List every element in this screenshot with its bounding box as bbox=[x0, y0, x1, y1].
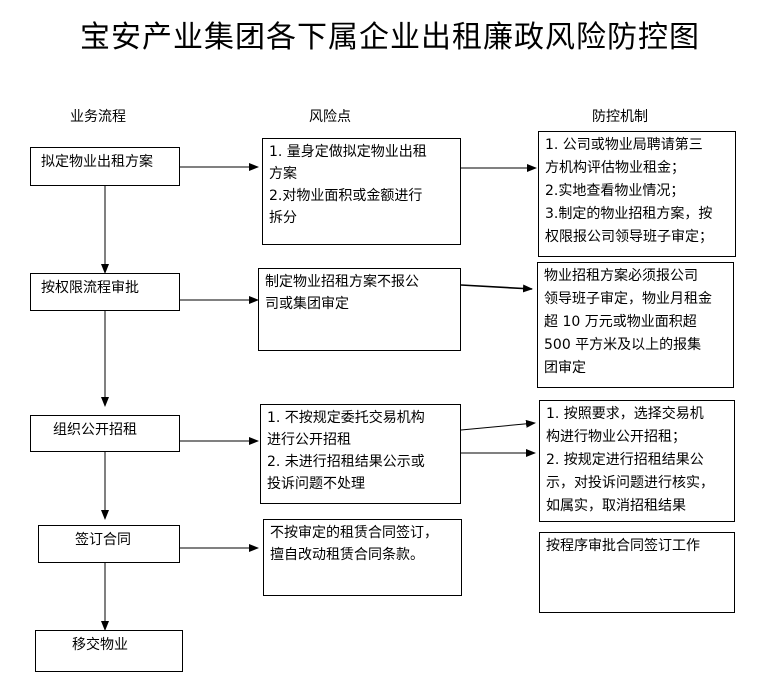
control-box-3: 1. 按照要求，选择交易机 构进行物业公开招租； 2. 按规定进行招租结果公 示… bbox=[539, 400, 735, 522]
control-arrow-3a bbox=[460, 419, 536, 431]
step-box-1: 拟定物业出租方案 bbox=[30, 147, 180, 186]
header-process: 业务流程 bbox=[70, 109, 126, 125]
step-label-5: 移交物业 bbox=[72, 637, 128, 653]
header-risk: 风险点 bbox=[309, 109, 351, 125]
control-box-4: 按程序审批合同签订工作 bbox=[539, 532, 735, 613]
control-1-line-2: 方机构评估物业租金； bbox=[545, 160, 685, 176]
control-1-line-5: 权限报公司领导班子审定； bbox=[545, 229, 713, 245]
control-2-line-3: 超 10 万元或物业面积超 bbox=[544, 314, 697, 330]
risk-1-line-2: 方案 bbox=[269, 166, 297, 182]
risk-box-3: 1. 不按规定委托交易机构 进行公开招租 2. 未进行招租结果公示或 投诉问题不… bbox=[260, 404, 461, 504]
risk-box-1: 1. 量身定做拟定物业出租 方案 2.对物业面积或金额进行 拆分 bbox=[262, 138, 461, 245]
risk-3-line-2: 进行公开招租 bbox=[267, 432, 351, 448]
control-3-line-1: 1. 按照要求，选择交易机 bbox=[546, 406, 704, 422]
control-box-1: 1. 公司或物业局聘请第三 方机构评估物业租金； 2.实地查看物业情况； 3.制… bbox=[538, 131, 736, 257]
control-2-line-5: 团审定 bbox=[544, 360, 586, 376]
risk-box-4: 不按审定的租赁合同签订， 擅自改动租赁合同条款。 bbox=[263, 519, 462, 596]
step-box-4: 签订合同 bbox=[38, 525, 180, 563]
risk-1-line-4: 拆分 bbox=[269, 210, 297, 226]
control-2-line-1: 物业招租方案必须报公司 bbox=[544, 268, 698, 284]
risk-2-line-1: 制定物业招租方案不报公 bbox=[265, 274, 419, 290]
control-box-2: 物业招租方案必须报公司 领导班子审定，物业月租金 超 10 万元或物业面积超 5… bbox=[537, 262, 734, 388]
header-control: 防控机制 bbox=[592, 109, 648, 125]
control-3-line-2: 构进行物业公开招租； bbox=[546, 429, 686, 445]
risk-box-2: 制定物业招租方案不报公 司或集团审定 bbox=[258, 268, 461, 351]
risk-3-line-4: 投诉问题不处理 bbox=[267, 476, 365, 492]
control-3-line-4: 示，对投诉问题进行核实， bbox=[546, 475, 714, 491]
risk-3-line-3: 2. 未进行招租结果公示或 bbox=[267, 454, 425, 470]
control-1-line-3: 2.实地查看物业情况； bbox=[545, 183, 685, 199]
control-2-line-4: 500 平方米及以上的报集 bbox=[544, 337, 702, 353]
risk-1-line-3: 2.对物业面积或金额进行 bbox=[269, 188, 423, 204]
step-label-1: 拟定物业出租方案 bbox=[41, 154, 153, 170]
step-label-4: 签订合同 bbox=[75, 532, 131, 548]
risk-1-line-1: 1. 量身定做拟定物业出租 bbox=[269, 144, 427, 160]
control-3-line-5: 如属实，取消招租结果 bbox=[546, 498, 686, 514]
risk-3-line-1: 1. 不按规定委托交易机构 bbox=[267, 410, 425, 426]
risk-2-line-2: 司或集团审定 bbox=[265, 296, 349, 312]
risk-4-line-2: 擅自改动租赁合同条款。 bbox=[270, 547, 424, 563]
step-box-5: 移交物业 bbox=[35, 630, 183, 672]
risk-4-line-1: 不按审定的租赁合同签订， bbox=[270, 525, 438, 541]
control-arrow-2 bbox=[460, 284, 533, 293]
step-box-3: 组织公开招租 bbox=[30, 415, 180, 452]
control-1-line-4: 3.制定的物业招租方案，按 bbox=[545, 206, 713, 222]
control-2-line-2: 领导班子审定，物业月租金 bbox=[544, 291, 712, 307]
step-label-3: 组织公开招租 bbox=[53, 422, 137, 438]
control-3-line-3: 2. 按规定进行招租结果公 bbox=[546, 452, 704, 468]
step-label-2: 按权限流程审批 bbox=[41, 280, 139, 296]
control-4-line-1: 按程序审批合同签订工作 bbox=[546, 538, 700, 554]
step-box-2: 按权限流程审批 bbox=[30, 273, 180, 311]
control-1-line-1: 1. 公司或物业局聘请第三 bbox=[545, 137, 703, 153]
diagram-title: 宝安产业集团各下属企业出租廉政风险防控图 bbox=[80, 20, 700, 55]
